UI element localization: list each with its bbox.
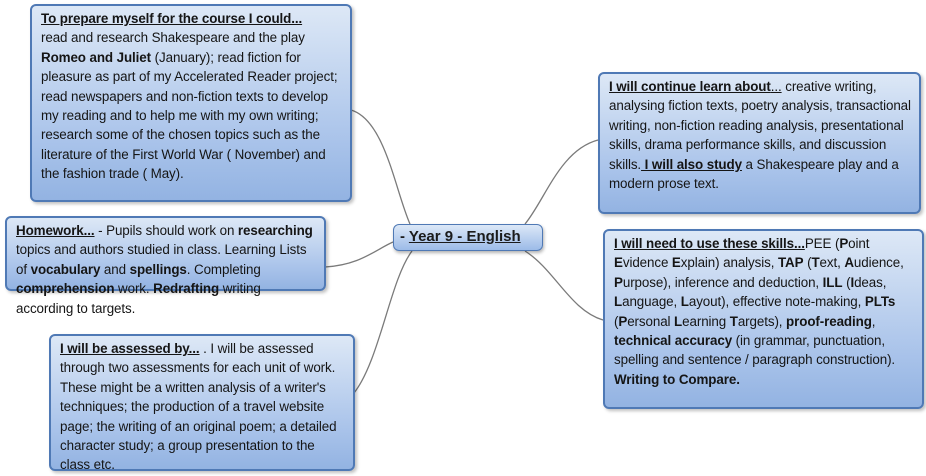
node-skills[interactable]: I will need to use these skills...PEE (P… [603,229,924,409]
node-text: PLTs [864,294,896,310]
link-homework [324,241,394,268]
node-text: . Completing [186,261,261,277]
link-learn [524,139,599,225]
node-text: Writing to Compare. [614,371,740,387]
node-homework[interactable]: Homework... - Pupils should work on rese… [5,216,326,316]
central-topic[interactable]: - Year 9 - English [393,224,543,251]
node-text: (in grammar, punctuation, spelling and s… [614,333,896,368]
node-text: A [844,255,854,271]
node-text: argets), [737,313,787,329]
node-text: TAP [777,255,804,271]
node-text: I [850,274,855,290]
node-text: ( [842,274,851,290]
node-text: oint [848,236,870,251]
central-topic-title: Year 9 - English [408,228,521,245]
node-text: - Pupils should work on [94,223,238,238]
node-text: ext, [819,255,845,271]
node-text: T [811,255,820,271]
node-text: urpose), inference and deduction, [622,274,823,290]
node-text: , [871,313,876,329]
node-text: Romeo and Juliet [41,49,152,65]
node-heading: I will need to use these skills... [614,236,805,251]
node-text: vidence [622,255,672,271]
node-text: ayout), effective note-making, [688,294,865,310]
node-text: P [614,274,623,290]
node-text: P [839,236,849,251]
node-text: ILL [822,274,843,290]
node-text: L [614,294,623,310]
node-prepare[interactable]: To prepare myself for the course I could… [30,4,352,202]
node-text: E [671,255,681,271]
node-text: vocabulary [30,261,101,277]
node-heading: I will continue learn about [609,79,771,94]
link-skills [524,250,604,321]
node-text: E [614,255,623,271]
node-text: (January); read fiction for pleasure as … [41,49,338,182]
node-text: spellings [129,261,187,277]
node-text: T [729,313,738,329]
node-heading: Homework... [16,223,95,238]
node-text: researching [237,223,313,238]
node-text: work. [114,281,154,297]
node-assessed[interactable]: I will be assessed by... . I will be ass… [49,334,355,473]
node-text: . I will be assessed through two assessm… [60,341,337,473]
node-text: PEE ( [804,236,840,251]
node-text: technical accuracy [614,333,733,349]
node-heading: I will be assessed by... [60,341,200,356]
node-text: udience, [853,255,904,271]
node-heading: To prepare myself for the course I could… [41,11,303,26]
node-text: ( [614,313,619,329]
link-assessed [353,250,413,394]
node-text: L [680,294,689,310]
node-text: ( [803,255,812,271]
node-text: comprehension [16,281,115,297]
node-text: earning [682,313,730,329]
node-text: and [100,261,130,277]
node-text: L [674,313,683,329]
node-text: topics and authors studied in class. Lea… [16,242,307,277]
node-text: deas, [854,274,887,290]
collapse-toggle[interactable]: - [400,228,405,245]
node-text: xplain) analysis, [680,255,778,271]
node-text: proof-reading [786,313,872,329]
node-text: read and research Shakespeare and the pl… [41,30,305,46]
link-prepare [350,109,411,225]
node-learn[interactable]: I will continue learn about... creative … [598,72,921,214]
node-text: ... [770,79,782,94]
node-text: writing according to targets. [16,281,261,316]
node-text: I will also study [641,156,742,172]
node-text: Redrafting [153,281,220,297]
node-text: creative writing, analysing fiction text… [609,79,911,172]
node-text: a Shakespeare play and a modern prose te… [609,156,899,192]
node-text: anguage, [622,294,681,310]
node-text: ersonal [627,313,675,329]
node-text: P [618,313,628,329]
